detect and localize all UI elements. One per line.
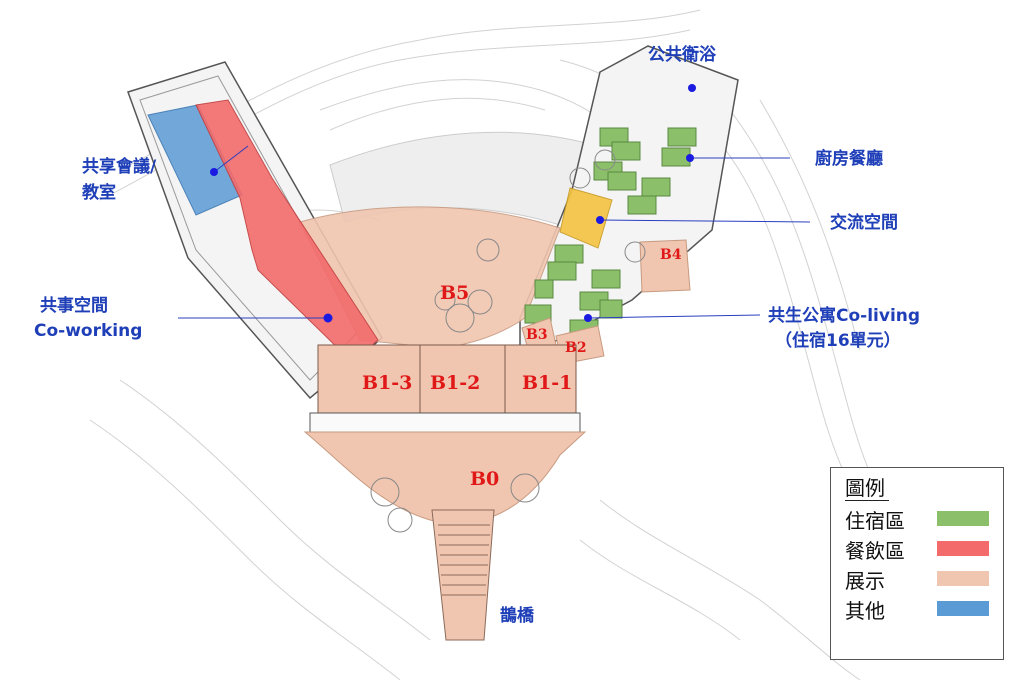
legend-swatch — [937, 601, 989, 616]
callout-coworking-line2: Co-working — [34, 321, 143, 341]
zone-living-units — [524, 127, 697, 339]
callout-public-bath: 公共衛浴 — [648, 45, 716, 65]
zone-label-b1-2: B1-2 — [430, 372, 481, 394]
leader-lines — [178, 145, 811, 319]
zone-label-b3: B3 — [526, 327, 548, 343]
legend-swatch — [937, 511, 989, 526]
legend-item-label: 住宿區 — [845, 509, 905, 533]
zone-b0-area — [303, 431, 587, 524]
legend-item: 住宿區 — [845, 505, 995, 533]
callout-coliving-line2: （住宿16單元） — [775, 331, 901, 351]
callout-coliving-line1: 共生公寓Co-living — [768, 306, 921, 326]
trees — [370, 149, 646, 533]
zone-b4-area — [639, 239, 691, 293]
legend-title: 圖例 — [845, 476, 885, 500]
zone-label-b1-3: B1-3 — [362, 372, 413, 394]
zone-lounge-area — [559, 187, 613, 249]
callout-coworking-line1: 共事空間 — [40, 296, 108, 316]
callout-bridge: 鵲橋 — [500, 606, 534, 626]
callout-meeting-line1: 共享會議/ — [82, 157, 157, 177]
legend-item-label: 餐飲區 — [845, 539, 905, 563]
legend-item-label: 其他 — [845, 599, 885, 623]
zone-label-b1-1: B1-1 — [522, 372, 573, 394]
zone-b1-row — [317, 344, 577, 414]
zone-label-b2: B2 — [565, 340, 587, 356]
leader-dots — [210, 84, 696, 323]
legend-swatch — [937, 571, 989, 586]
legend: 圖例 住宿區 餐飲區 展示 其他 — [830, 467, 1004, 660]
legend-item: 其他 — [845, 595, 995, 623]
legend-item: 餐飲區 — [845, 535, 995, 563]
zone-label-b0: B0 — [470, 468, 500, 490]
callout-kitchen: 廚房餐廳 — [815, 149, 883, 169]
legend-swatch — [937, 541, 989, 556]
bridge-steps — [438, 524, 490, 596]
zone-label-b4: B4 — [660, 247, 682, 263]
legend-item: 展示 — [845, 565, 995, 593]
legend-item-label: 展示 — [845, 569, 885, 593]
callout-meeting-line2: 教室 — [82, 183, 116, 203]
zone-label-b5: B5 — [440, 282, 470, 304]
callout-lounge: 交流空間 — [830, 213, 898, 233]
legend-title-underline — [845, 500, 889, 501]
